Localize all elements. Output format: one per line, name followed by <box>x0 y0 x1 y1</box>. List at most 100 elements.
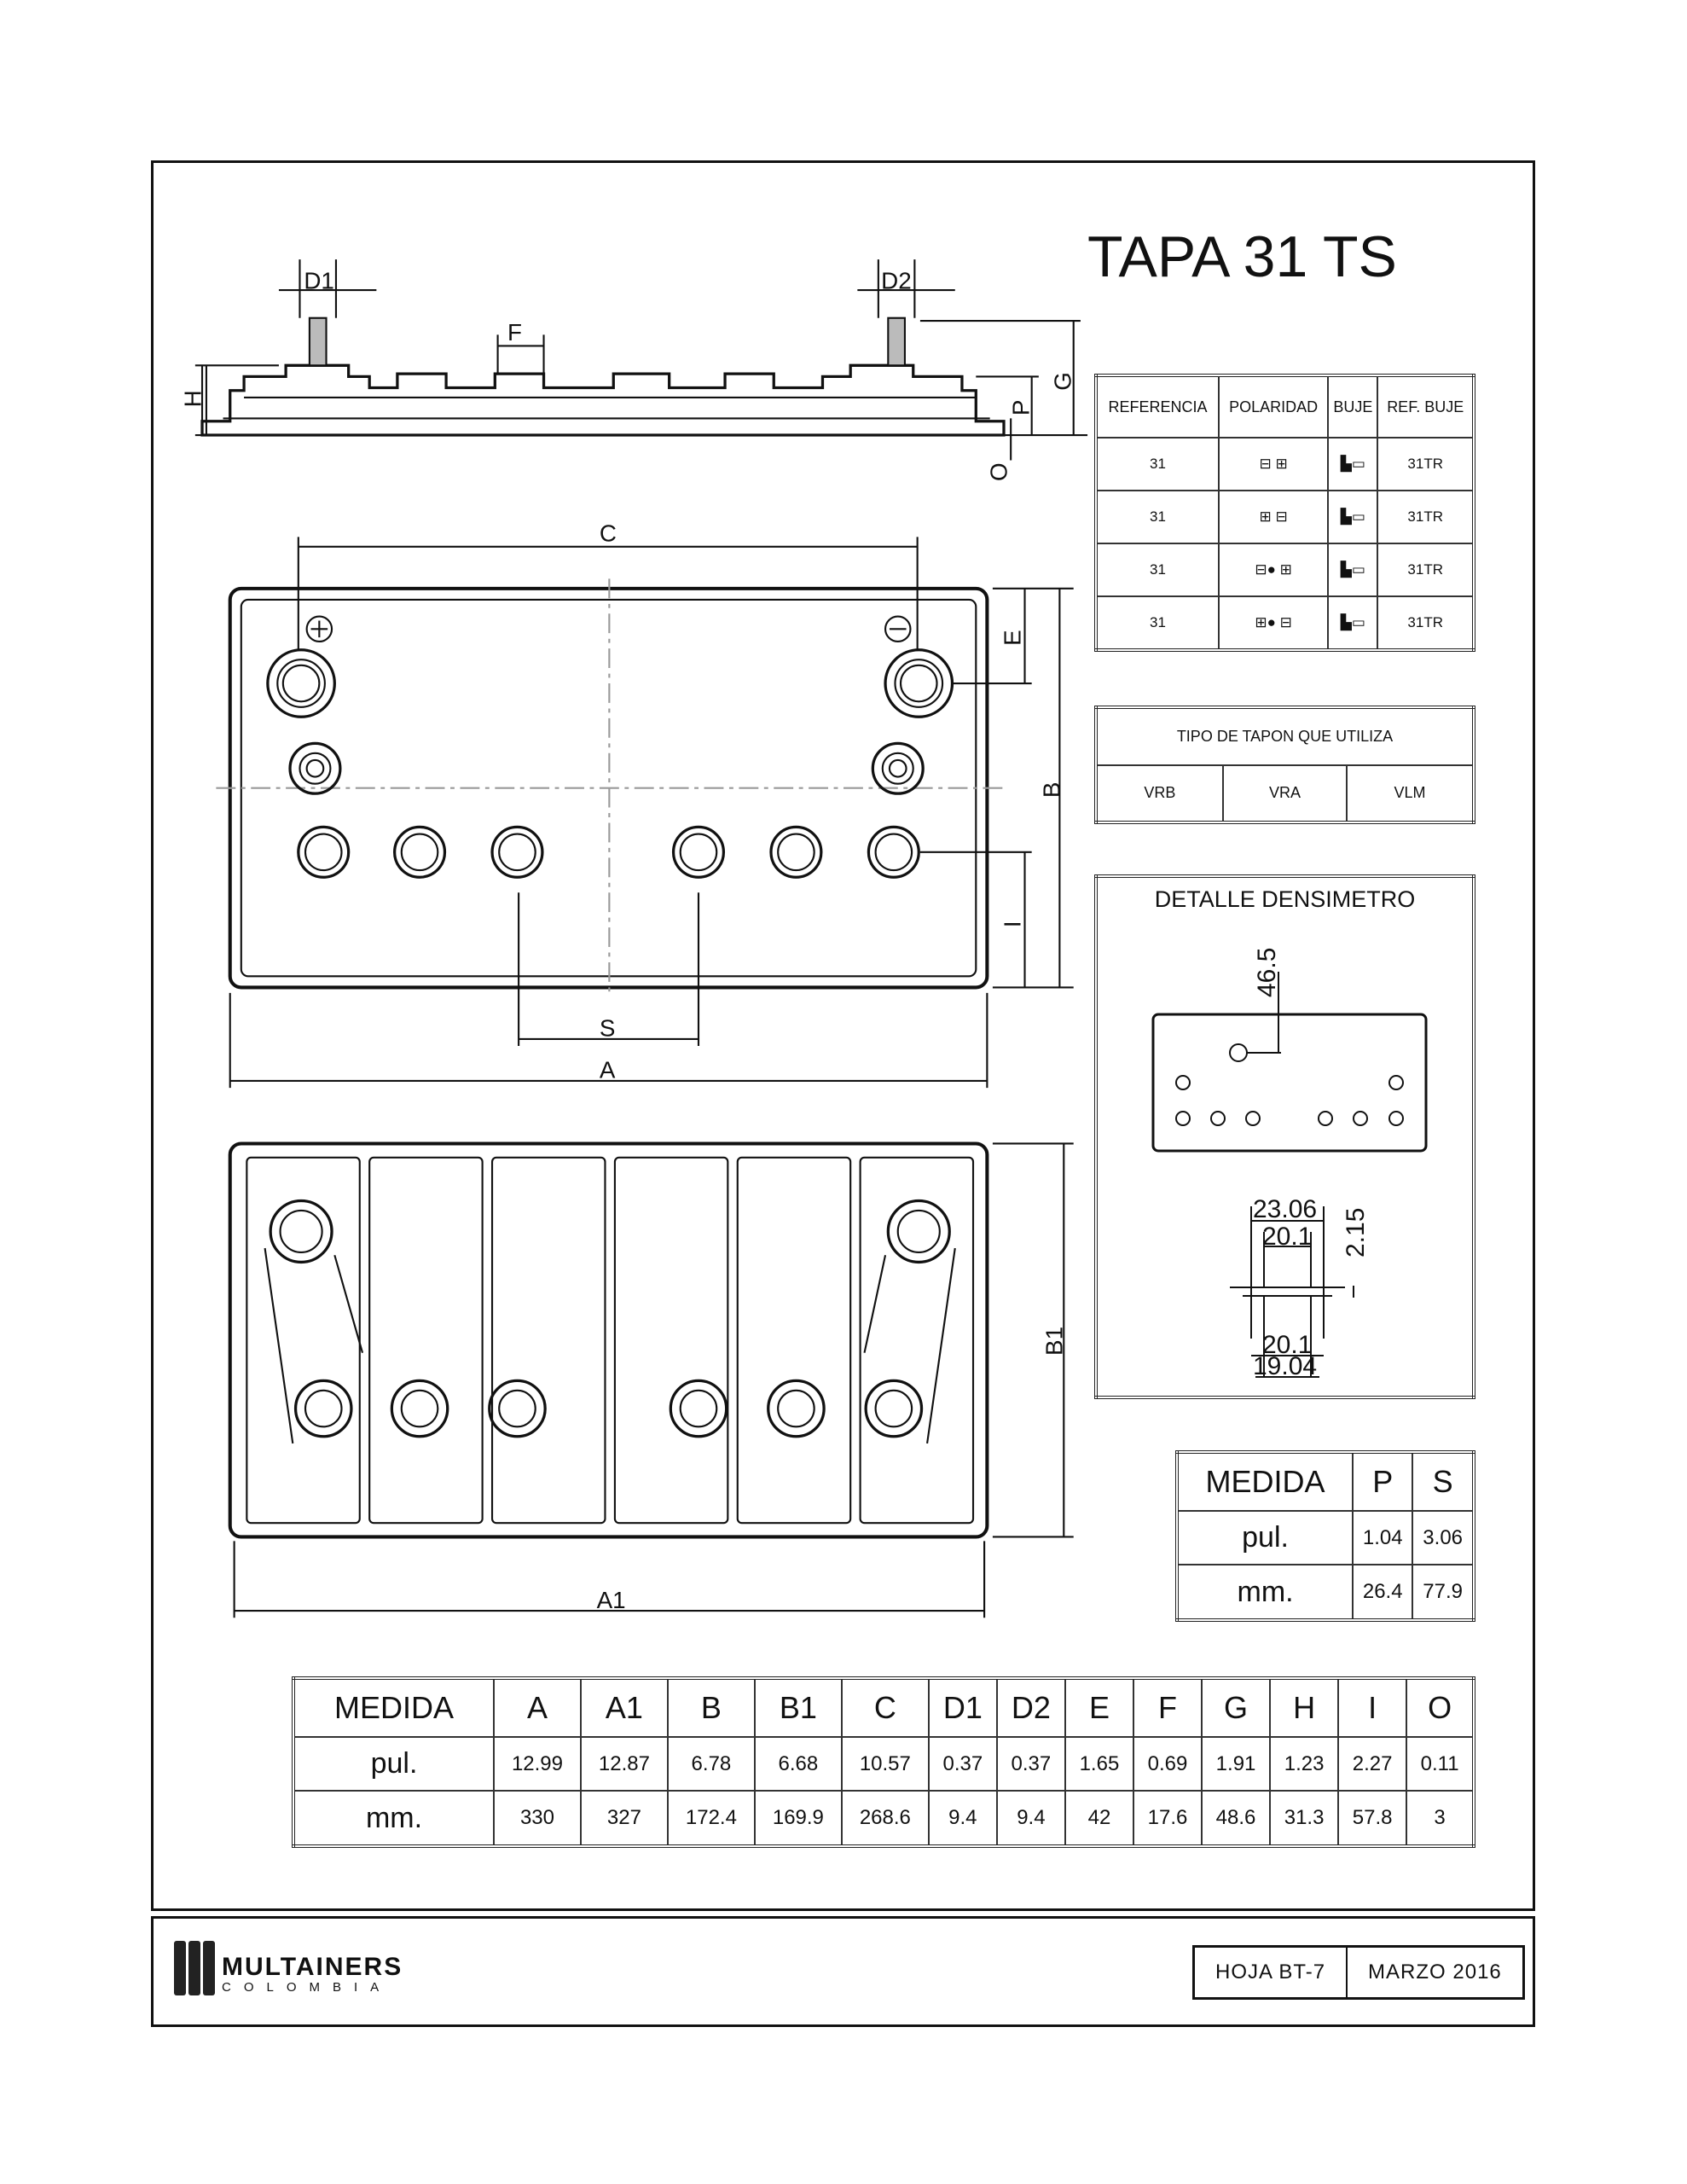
value-cell: 31.3 <box>1269 1790 1340 1847</box>
drawing-frame <box>151 160 1535 1911</box>
value-cell: 6.78 <box>666 1736 756 1792</box>
label-d2: D2 <box>881 267 912 293</box>
polarity-icon: ⊟ ⊞ <box>1218 437 1330 491</box>
header-ref-buje: REF. BUJE <box>1377 375 1475 439</box>
table-row: 31⊞● ⊟▙▭31TR <box>1094 595 1475 651</box>
svg-text:46.5: 46.5 <box>1253 948 1281 997</box>
header-cell: B1 <box>753 1676 843 1739</box>
value-cell: 0.11 <box>1406 1736 1475 1792</box>
value-cell: 1.91 <box>1201 1736 1272 1792</box>
svg-text:2.15: 2.15 <box>1342 1208 1370 1258</box>
label-e: E <box>1000 630 1026 646</box>
bushing-icon: ▙▭ <box>1327 543 1379 597</box>
header-cell: C <box>840 1676 930 1739</box>
page-title: TAPA 31 TS <box>1087 224 1397 289</box>
value-cell: 0.69 <box>1132 1736 1203 1792</box>
value-cell: 10.57 <box>840 1736 930 1792</box>
sheet-date: MARZO 2016 <box>1346 1948 1522 1997</box>
header-cell: F <box>1132 1676 1203 1739</box>
value-cell: 330 <box>492 1790 582 1847</box>
polarity-icon: ⊟● ⊞ <box>1218 543 1330 597</box>
svg-text:20.1: 20.1 <box>1262 1331 1312 1359</box>
label-a1: A1 <box>597 1587 626 1613</box>
top-view: C A S B E I <box>216 520 1074 1089</box>
value-cell: 327 <box>579 1790 669 1847</box>
polarity-icon: ⊞ ⊟ <box>1218 490 1330 544</box>
densimeter-drawing: 46.5 23.06 20.1 2.15 20.1 19.04 <box>1151 948 1428 1380</box>
value-cell: 9.4 <box>927 1790 998 1847</box>
value-cell: 12.99 <box>492 1736 582 1792</box>
logo-icon <box>174 1941 215 1995</box>
label-s: S <box>600 1015 616 1042</box>
label-p: P <box>1007 400 1034 416</box>
header-cell: B <box>666 1676 756 1739</box>
value-cell: 12.87 <box>579 1736 669 1792</box>
header-cell: G <box>1201 1676 1272 1739</box>
label-i: I <box>1000 921 1026 927</box>
polarity-icon: ⊞● ⊟ <box>1218 595 1330 651</box>
bushing-icon: ▙▭ <box>1327 595 1379 651</box>
bottom-view: A1 B1 <box>228 1141 1074 1618</box>
table-row: 31⊞ ⊟▙▭31TR <box>1094 490 1475 544</box>
plug-table-title: TIPO DE TAPON QUE UTILIZA <box>1095 706 1475 766</box>
unit-cell: mm. <box>293 1790 495 1847</box>
bushing-icon: ▙▭ <box>1327 437 1379 491</box>
header-cell: MEDIDA <box>293 1676 495 1739</box>
value-cell: 169.9 <box>753 1790 843 1847</box>
header-buje: BUJE <box>1327 375 1379 439</box>
value-cell: 0.37 <box>927 1736 998 1792</box>
label-d1: D1 <box>304 267 334 293</box>
value-cell: 1.65 <box>1064 1736 1134 1792</box>
label-o: O <box>985 462 1012 481</box>
header-referencia: REFERENCIA <box>1094 375 1220 439</box>
header-cell: H <box>1269 1676 1340 1739</box>
header-cell: E <box>1064 1676 1134 1739</box>
table-row: 31⊟● ⊞▙▭31TR <box>1094 543 1475 597</box>
value-cell: 0.37 <box>995 1736 1066 1792</box>
header-cell: A <box>492 1676 582 1739</box>
value-cell: 3 <box>1406 1790 1475 1847</box>
label-a: A <box>600 1057 616 1083</box>
sheet-info: HOJA BT-7 MARZO 2016 <box>1192 1945 1525 2000</box>
label-b: B <box>1038 782 1064 799</box>
densimeter-title: DETALLE DENSIMETRO <box>1154 886 1416 912</box>
label-f: F <box>507 319 522 346</box>
label-b1: B1 <box>1041 1327 1068 1356</box>
value-cell: 9.4 <box>995 1790 1066 1847</box>
densimeter-detail: DETALLE DENSIMETRO 46.5 23.06 20.1 2.15 … <box>1094 874 1475 1399</box>
svg-text:19.04: 19.04 <box>1253 1352 1317 1380</box>
table-row: 31⊟ ⊞▙▭31TR <box>1094 437 1475 491</box>
side-view: D1 D2 F H G P O <box>179 259 1088 481</box>
value-cell: 6.68 <box>753 1736 843 1792</box>
label-h: H <box>179 390 206 407</box>
svg-text:20.1: 20.1 <box>1262 1223 1312 1251</box>
value-cell: 172.4 <box>666 1790 756 1847</box>
header-cell: D1 <box>927 1676 998 1739</box>
header-cell: A1 <box>579 1676 669 1739</box>
header-cell: O <box>1406 1676 1475 1739</box>
sheet-number: HOJA BT-7 <box>1215 1960 1326 1984</box>
value-cell: 2.27 <box>1337 1736 1408 1792</box>
value-cell: 48.6 <box>1201 1790 1272 1847</box>
value-cell: 17.6 <box>1132 1790 1203 1847</box>
value-cell: 57.8 <box>1337 1790 1408 1847</box>
value-cell: 1.23 <box>1269 1736 1340 1792</box>
header-cell: I <box>1337 1676 1408 1739</box>
bushing-icon: ▙▭ <box>1327 490 1379 544</box>
label-g: G <box>1049 372 1075 391</box>
svg-text:23.06: 23.06 <box>1253 1195 1317 1223</box>
header-polaridad: POLARIDAD <box>1218 375 1330 439</box>
header-cell: D2 <box>995 1676 1066 1739</box>
label-c: C <box>600 520 617 546</box>
